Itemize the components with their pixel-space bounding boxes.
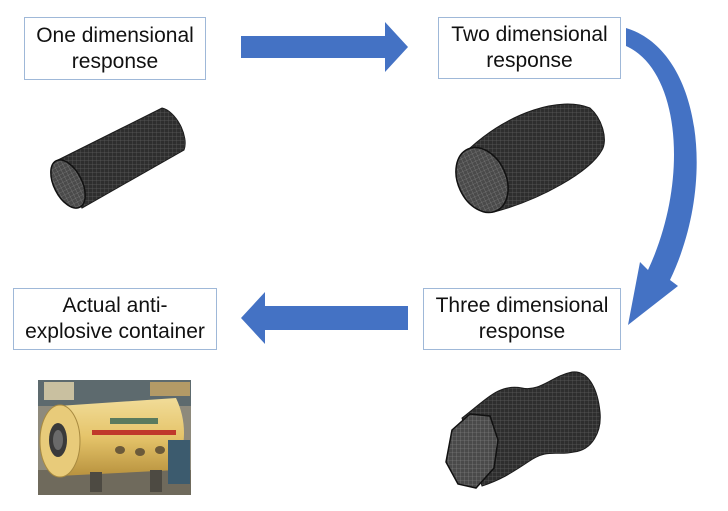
- arrow-left: [241, 292, 408, 344]
- stage-one-line1: One dimensional: [36, 23, 194, 47]
- actual-container-box: Actual anti- explosive container: [13, 288, 217, 350]
- actual-line2: explosive container: [25, 320, 205, 343]
- stage-three-line2: response: [478, 320, 566, 343]
- arrow-curved-down: [626, 28, 697, 325]
- container-photo: [38, 380, 191, 495]
- stage-one-dimensional-box: One dimensional response: [24, 17, 206, 80]
- arrow-right: [241, 22, 408, 72]
- stage-two-line2: response: [486, 49, 573, 72]
- stage-two-line1: Two dimensional: [451, 23, 608, 46]
- stage-three-dimensional-box: Three dimensional response: [423, 288, 621, 350]
- actual-line1: Actual anti-: [62, 294, 168, 317]
- stage-three-line1: Three dimensional: [435, 294, 609, 317]
- stage-two-dimensional-box: Two dimensional response: [438, 17, 621, 79]
- stage-one-line2: response: [71, 49, 159, 73]
- cylinder-mesh-1d-icon: [50, 107, 186, 209]
- cylinder-mesh-3d-icon: [445, 371, 601, 489]
- cylinder-mesh-2d-icon: [455, 103, 605, 214]
